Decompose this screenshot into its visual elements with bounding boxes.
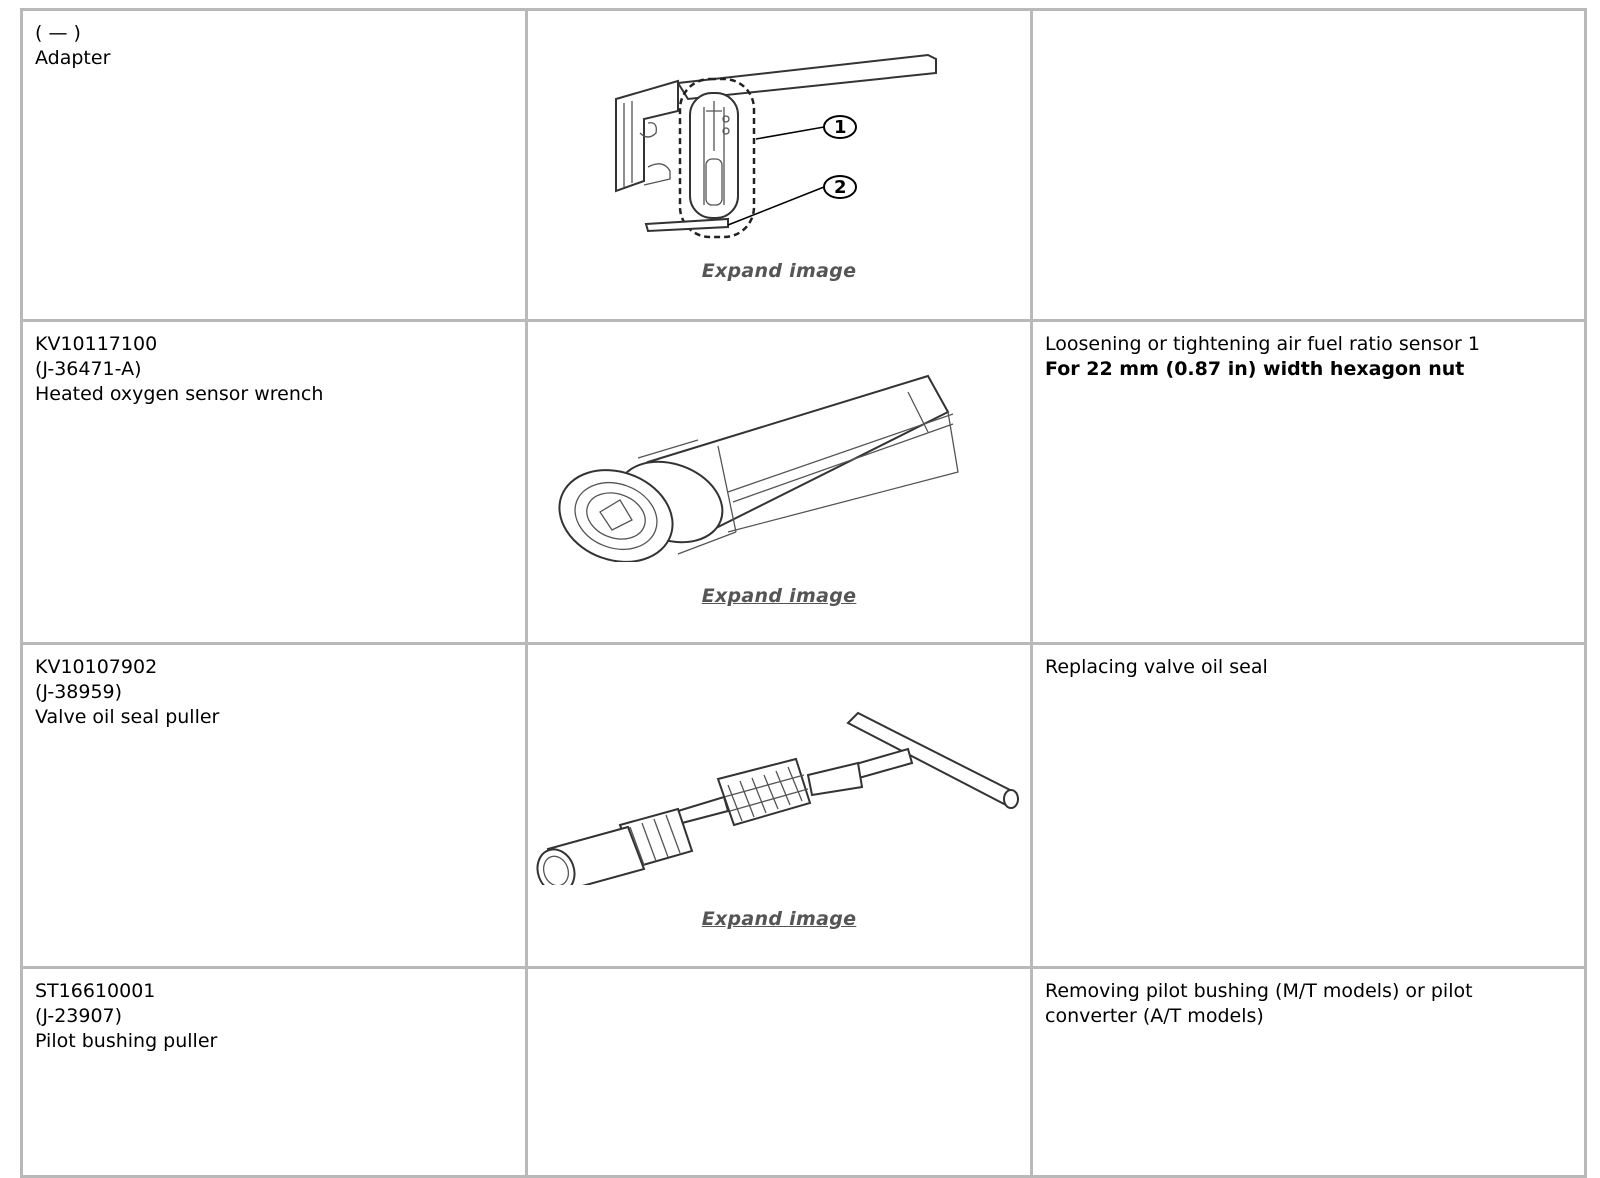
description-cell: Replacing valve oil seal [1030, 642, 1587, 969]
tool-usage-continued: converter (A/T models) [1045, 1005, 1264, 1027]
tool-name: Pilot bushing puller [35, 1030, 218, 1052]
oxygen-sensor-wrench-illustration[interactable] [528, 362, 1033, 563]
tool-alt-number: (J-38959) [35, 681, 123, 703]
tool-usage: Removing pilot bushing (M/T models) or p… [1045, 980, 1473, 1002]
callout-2: 2 [834, 177, 847, 198]
tool-name-cell: ( — ) Adapter [20, 8, 528, 322]
expand-image-link[interactable]: Expand image [701, 585, 857, 607]
tool-illustration-cell: 1 2 Expand image [525, 8, 1033, 322]
description-cell: Removing pilot bushing (M/T models) or p… [1030, 966, 1587, 1178]
tool-name: Heated oxygen sensor wrench [35, 383, 324, 405]
tool-number: ( — ) [35, 22, 81, 44]
tool-usage-note: For 22 mm (0.87 in) width hexagon nut [1045, 358, 1465, 380]
tool-name-cell: ST16610001 (J-23907) Pilot bushing pulle… [20, 966, 528, 1178]
valve-oil-seal-puller-illustration[interactable] [528, 705, 1033, 894]
tool-name: Adapter [35, 47, 111, 69]
callout-1: 1 [834, 117, 847, 138]
tool-name-cell: KV10107902 (J-38959) Valve oil seal pull… [20, 642, 528, 969]
special-tools-table: ( — ) Adapter [20, 8, 1587, 1178]
tool-number: ST16610001 [35, 980, 156, 1002]
table-row: ST16610001 (J-23907) Pilot bushing pulle… [20, 966, 1587, 1178]
expand-image-link[interactable]: Expand image [701, 908, 857, 930]
tool-alt-number: (J-36471-A) [35, 358, 142, 380]
tool-number: KV10107902 [35, 656, 158, 678]
tool-alt-number: (J-23907) [35, 1005, 123, 1027]
table-row: ( — ) Adapter [20, 8, 1587, 322]
description-cell: Loosening or tightening air fuel ratio s… [1030, 319, 1587, 645]
tool-usage: Replacing valve oil seal [1045, 656, 1268, 678]
tool-illustration-cell: Expand image [525, 319, 1033, 645]
adapter-illustration[interactable]: 1 2 [528, 41, 1033, 241]
tool-name: Valve oil seal puller [35, 706, 220, 728]
expand-image-link[interactable]: Expand image [701, 260, 857, 282]
tool-usage: Loosening or tightening air fuel ratio s… [1045, 333, 1480, 355]
table-row: KV10117100 (J-36471-A) Heated oxygen sen… [20, 319, 1587, 645]
tool-illustration-cell: Expand image [525, 642, 1033, 969]
tool-number: KV10117100 [35, 333, 158, 355]
tool-illustration-cell [525, 966, 1033, 1178]
description-cell [1030, 8, 1587, 322]
tool-name-cell: KV10117100 (J-36471-A) Heated oxygen sen… [20, 319, 528, 645]
table-row: KV10107902 (J-38959) Valve oil seal pull… [20, 642, 1587, 969]
